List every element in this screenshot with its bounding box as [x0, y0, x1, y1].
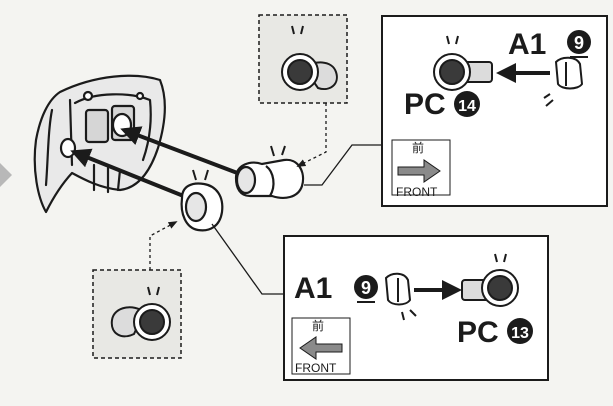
target-code-label: PC	[404, 88, 446, 121]
armor-shell-part	[35, 76, 165, 212]
ball-joint-cap-icon	[386, 274, 410, 305]
ball-joint-cap-upper	[236, 160, 303, 198]
dashed-leader-top	[298, 103, 326, 166]
joint-socket-icon	[112, 304, 170, 340]
front-label: FRONT	[295, 361, 337, 375]
dashed-leader-bottom	[150, 222, 176, 270]
target-number: 13	[511, 325, 529, 342]
front-label: FRONT	[396, 185, 438, 199]
callout-bottom: A1 9 PC 13 前 FRONT	[284, 236, 548, 380]
ball-joint-cap-icon	[556, 58, 582, 89]
inset-top-socket-view	[259, 15, 347, 103]
leader-line-top	[304, 145, 382, 185]
ball-joint-cap-lower	[182, 184, 223, 231]
front-kanji: 前	[412, 140, 424, 155]
sparkle-icon	[193, 170, 208, 180]
target-number: 14	[458, 98, 476, 115]
sparkle-icon	[271, 146, 285, 156]
callout-top: A1 9 PC 14 前 FRONT	[382, 16, 607, 206]
part-code-label: A1	[508, 28, 546, 61]
part-number: 9	[361, 278, 371, 298]
leader-line-bottom	[212, 224, 284, 294]
part-number: 9	[574, 33, 584, 53]
target-code-label: PC	[457, 316, 499, 349]
front-kanji: 前	[312, 318, 324, 333]
step-marker-triangle	[0, 163, 12, 187]
inset-bottom-socket-view	[93, 270, 181, 358]
part-code-label: A1	[294, 272, 332, 305]
